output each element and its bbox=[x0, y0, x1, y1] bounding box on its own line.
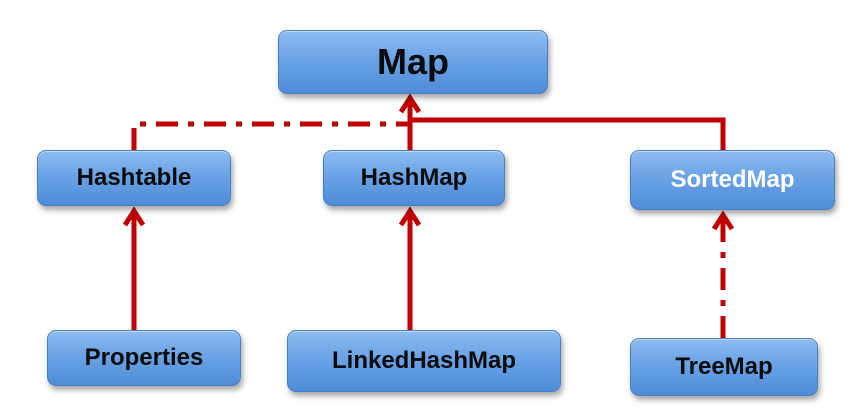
map-label: Map bbox=[377, 41, 449, 82]
linkedhashmap-node: LinkedHashMap bbox=[287, 330, 561, 392]
map-node: Map bbox=[278, 30, 548, 94]
treemap-label: TreeMap bbox=[675, 353, 773, 380]
hashmap-label: HashMap bbox=[360, 164, 468, 191]
sortedmap-label: SortedMap bbox=[670, 166, 795, 193]
hashtable-node: Hashtable bbox=[37, 150, 231, 206]
properties-label: Properties bbox=[84, 344, 204, 371]
arrowhead-hashtable bbox=[122, 206, 146, 227]
sortedmap-node: SortedMap bbox=[630, 150, 835, 210]
treemap-node: TreeMap bbox=[630, 338, 818, 396]
hashmap-node: HashMap bbox=[323, 150, 505, 206]
properties-node: Properties bbox=[47, 330, 241, 386]
edge-hashtable-to-map bbox=[131, 121, 410, 150]
arrowhead-map bbox=[398, 93, 422, 114]
arrowhead-sortedmap bbox=[711, 210, 735, 231]
edge-sortedmap-to-map bbox=[410, 117, 726, 150]
hashtable-label: Hashtable bbox=[76, 164, 192, 191]
linkedhashmap-label: LinkedHashMap bbox=[331, 347, 517, 374]
arrowhead-hashmap bbox=[398, 206, 422, 227]
